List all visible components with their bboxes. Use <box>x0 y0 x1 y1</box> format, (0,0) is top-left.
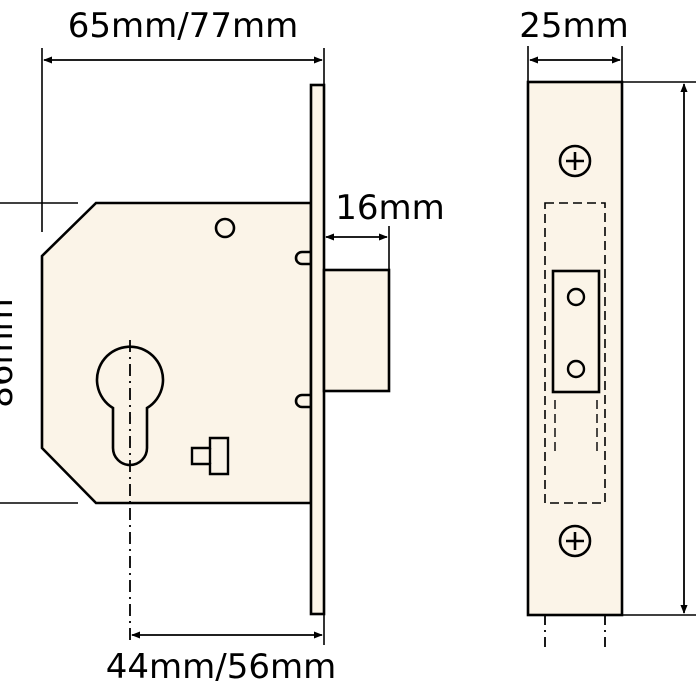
side-view: 65mm/77mm 16mm 44mm/56mm 86mm <box>0 6 445 687</box>
euro-cylinder-cutout <box>95 345 165 467</box>
forend-lug-bottom <box>294 393 311 409</box>
bolt-throw-label: 16mm <box>335 188 445 228</box>
deadbolt <box>322 268 391 393</box>
forend-plate <box>309 83 326 616</box>
faceplate-screw-bottom <box>558 524 592 558</box>
case-height-label: 86mm <box>0 298 21 408</box>
lock-case-body <box>40 201 313 505</box>
backset-label: 44mm/56mm <box>106 647 336 687</box>
hidden-case-outline <box>544 202 606 504</box>
forend-lug-top <box>294 250 311 266</box>
bolt-face-hole-top <box>566 287 586 307</box>
key-symbol <box>190 436 230 476</box>
case-width-label: 65mm/77mm <box>68 6 298 46</box>
faceplate-width-label: 25mm <box>519 6 629 46</box>
bolt-face-hole-bottom <box>566 359 586 379</box>
front-view: 25mm <box>519 6 696 648</box>
fixing-screw-hole <box>214 217 236 239</box>
faceplate-screw-top <box>558 144 592 178</box>
